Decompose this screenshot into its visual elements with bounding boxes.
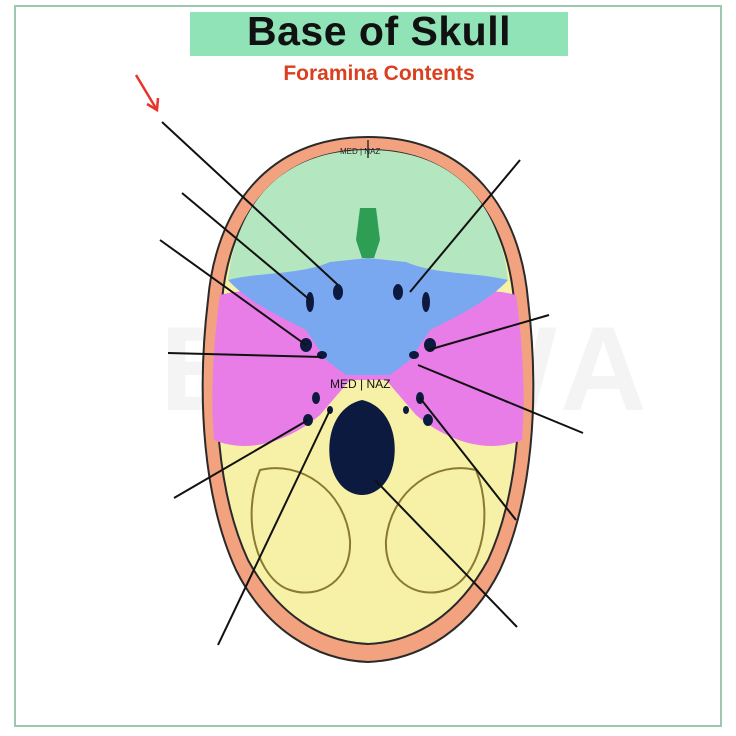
- leader-lines: [159, 121, 584, 646]
- foramina-group: [300, 284, 436, 426]
- page-subtitle: Foramina Contents: [283, 62, 475, 85]
- lower-midline-label: MED | NAZ: [330, 377, 390, 391]
- crista-galli: [356, 208, 380, 258]
- page-title: Base of Skull: [247, 8, 511, 54]
- cerebellar-fossa-left: [250, 467, 352, 594]
- cerebellar-fossa-right: [384, 467, 486, 594]
- sphenoid-bone: [228, 258, 508, 375]
- red-arrow-icon: [134, 74, 160, 113]
- upper-midline-label: MED | NAZ: [340, 147, 380, 156]
- title-highlight: [190, 12, 568, 56]
- border-frame: [14, 5, 722, 727]
- foramen-magnum: [329, 400, 395, 495]
